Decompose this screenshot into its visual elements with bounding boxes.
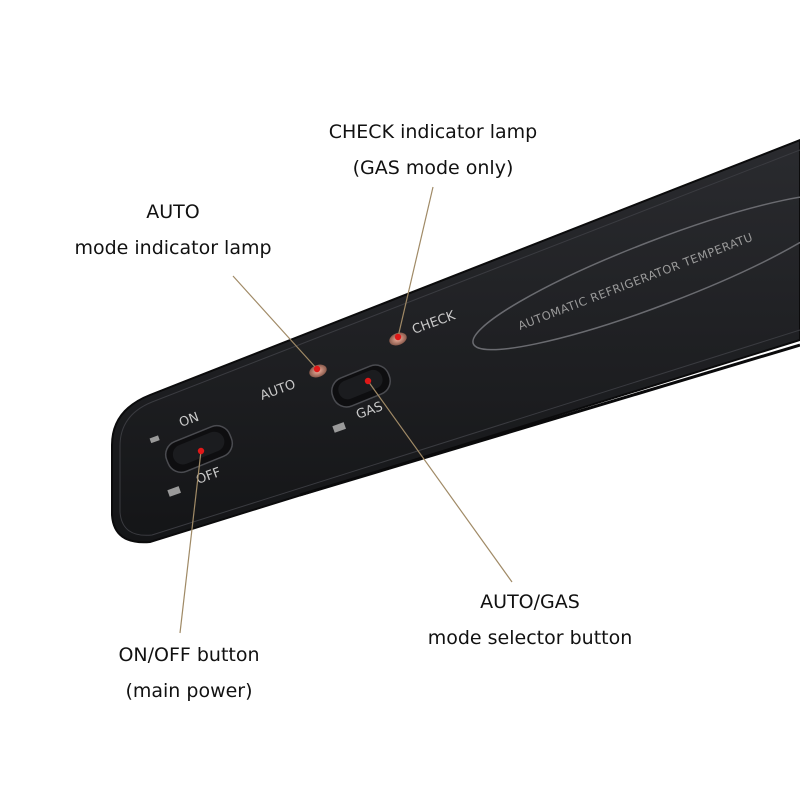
mode-marker-icon: [364, 377, 372, 385]
check-marker-icon: [394, 333, 402, 341]
leader-lines: [179, 186, 513, 634]
callout-line: (GAS mode only): [352, 157, 514, 179]
callout-line: mode indicator lamp: [74, 237, 272, 259]
auto-marker-icon: [313, 365, 321, 373]
power-leader-line: [179, 450, 202, 634]
gas-mark-icon: [332, 422, 347, 433]
mode-switch[interactable]: [328, 361, 395, 411]
check-leader-line: [397, 186, 434, 338]
auto-leader-line: [232, 275, 318, 370]
callout-line: CHECK indicator lamp: [328, 121, 538, 143]
on-mark-icon: [149, 435, 160, 444]
check-lamp-callout: CHECK indicator lamp (GAS mode only): [329, 114, 538, 186]
power-marker-icon: [197, 447, 205, 455]
mode-leader-line: [367, 380, 513, 583]
power-button-callout: ON/OFF button (main power): [118, 637, 259, 709]
callout-line: (main power): [125, 680, 253, 702]
callout-line: mode selector button: [427, 627, 633, 649]
callout-line: ON/OFF button: [118, 644, 260, 666]
callout-line: AUTO: [146, 201, 200, 223]
markers: [197, 333, 402, 455]
control-panel: [111, 138, 800, 544]
callout-line: AUTO/GAS: [480, 591, 580, 613]
auto-lamp-callout: AUTO mode indicator lamp: [74, 194, 271, 266]
off-mark-icon: [167, 486, 182, 497]
mode-button-callout: AUTO/GAS mode selector button: [428, 584, 633, 656]
on-label: ON: [177, 410, 201, 431]
